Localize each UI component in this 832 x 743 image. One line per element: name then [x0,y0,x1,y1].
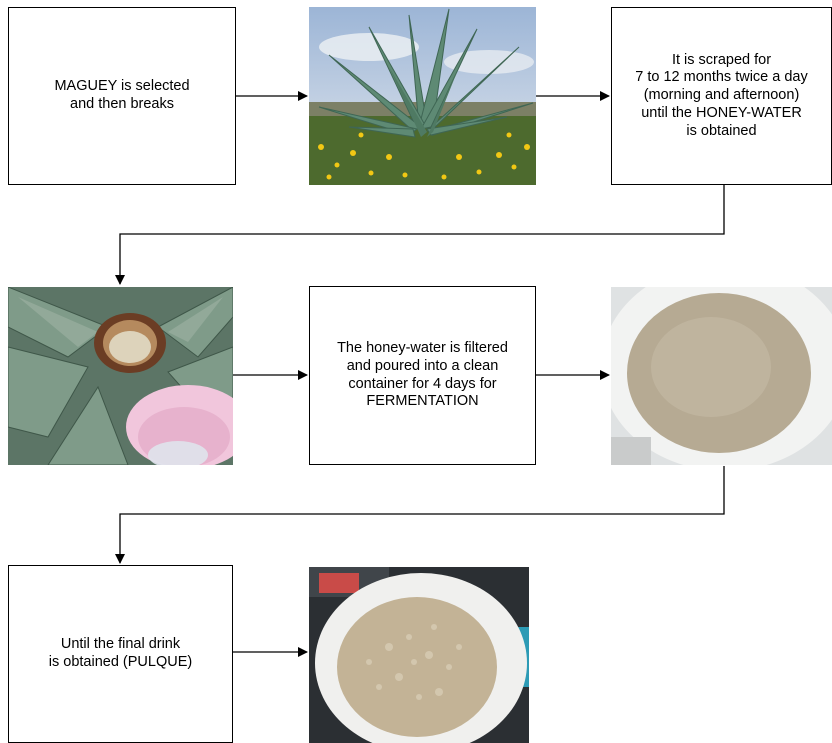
step-select-maguey: MAGUEY is selected and then breaks [8,7,236,185]
agave-field-photo [309,7,536,185]
fermenting-bucket-photo [611,287,832,465]
step-final-drink: Until the final drink is obtained (PULQU… [8,565,233,743]
maguey-cavity-photo [8,287,233,465]
step-filter-ferment: The honey-water is filtered and poured i… [309,286,536,465]
step-select-maguey-text: MAGUEY is selected and then breaks [54,78,190,112]
step-scrape-text: It is scraped for 7 to 12 months twice a… [635,51,808,139]
step-final-drink-text: Until the final drink is obtained (PULQU… [48,636,193,670]
arrow-scrape-to-cavity-photo [115,185,725,285]
step-scrape: It is scraped for 7 to 12 months twice a… [611,7,832,185]
pulque-bucket-photo [309,567,529,743]
step-filter-ferment-text: The honey-water is filtered and poured i… [337,340,508,410]
arrow-bucket-photo-to-final [115,466,725,564]
